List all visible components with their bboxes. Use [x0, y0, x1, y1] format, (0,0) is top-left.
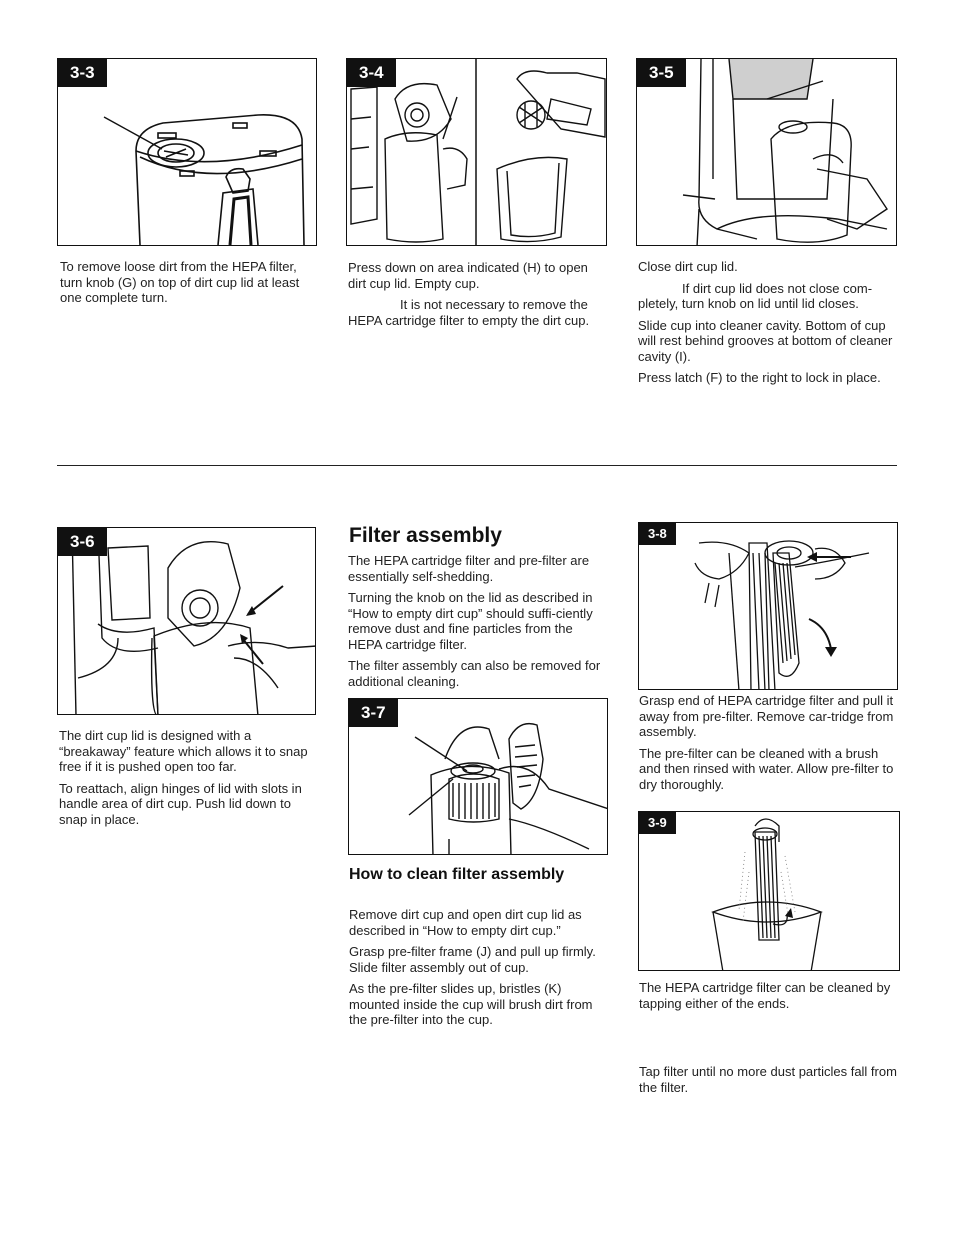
figure-label: 3-4	[347, 59, 396, 87]
figure-3-4-instructions: Press down on area indicated (H) to open…	[348, 260, 602, 334]
note-paragraph: It is not necessary to remove the HEPA c…	[348, 297, 590, 328]
tap-filter-text-2: Tap filter until no more dust particles …	[639, 1064, 901, 1101]
paragraph: Remove dirt cup and open dirt cup lid as…	[349, 907, 582, 938]
separate-filter-text: Grasp end of HEPA cartridge filter and p…	[639, 693, 901, 798]
paragraph: Slide cup into cleaner cavity. Bottom of…	[638, 317, 893, 364]
paragraph: Press latch (F) to the right to lock in …	[638, 370, 881, 385]
figure-3-3: 3-3	[57, 58, 317, 246]
section-divider	[57, 465, 897, 466]
paragraph: Turning the knob on the lid as described…	[348, 590, 593, 652]
dirt-cup-lid-knob-illustration	[103, 114, 305, 245]
paragraph: Grasp pre-filter frame (J) and pull up f…	[349, 944, 596, 975]
figure-3-8: 3-8	[638, 522, 898, 690]
paragraph: Tap filter until no more dust particles …	[639, 1064, 897, 1095]
paragraph: The HEPA cartridge filter and pre-filter…	[348, 553, 590, 584]
figure-label: 3-5	[637, 59, 686, 87]
insert-dirt-cup-illustration	[682, 59, 888, 245]
clean-filter-text: Remove dirt cup and open dirt cup lid as…	[349, 907, 611, 1034]
figure-label: 3-7	[349, 699, 398, 727]
figure-label: 3-9	[639, 812, 676, 834]
section-heading-filter-assembly: Filter assembly	[349, 524, 502, 547]
note-paragraph: If dirt cup lid does not close com-plete…	[638, 280, 873, 312]
figure-label: 3-3	[58, 59, 107, 87]
figure-label: 3-6	[58, 528, 107, 556]
figure-3-7: 3-7	[348, 698, 608, 855]
separate-hepa-filter-illustration	[694, 540, 870, 689]
paragraph: To remove loose dirt from the HEPA filte…	[60, 259, 300, 305]
paragraph: The pre-filter can be cleaned with a bru…	[639, 745, 894, 792]
figure-3-5: 3-5	[636, 58, 897, 246]
figure-3-3-instructions: To remove loose dirt from the HEPA filte…	[60, 259, 322, 312]
paragraph: The dirt cup lid is designed with a “bre…	[59, 728, 308, 774]
paragraph: The HEPA cartridge filter can be cleaned…	[639, 980, 891, 1011]
section-heading-how-to-clean: How to clean filter assembly	[349, 866, 565, 883]
figure-3-9: 3-9	[638, 811, 900, 971]
paragraph: Press down on area indicated (H) to open…	[348, 260, 588, 291]
figure-3-5-instructions: Close dirt cup lid. If dirt cup lid does…	[638, 259, 900, 392]
tap-filter-text: The HEPA cartridge filter can be cleaned…	[639, 980, 901, 1017]
paragraph: The filter assembly can also be removed …	[348, 658, 601, 689]
remove-filter-assembly-illustration	[408, 722, 607, 854]
empty-dirt-cup-illustration	[350, 59, 606, 245]
breakaway-lid-instructions: The dirt cup lid is designed with a “bre…	[59, 728, 321, 833]
paragraph: To reattach, align hinges of lid with sl…	[59, 780, 302, 827]
paragraph: As the pre-filter slides up, bristles (K…	[349, 981, 593, 1027]
figure-3-4: 3-4	[346, 58, 607, 246]
figure-label: 3-8	[639, 523, 676, 545]
paragraph: Grasp end of HEPA cartridge filter and p…	[639, 693, 894, 739]
figure-3-6: 3-6	[57, 527, 316, 715]
breakaway-lid-illustration	[71, 528, 315, 714]
filter-assembly-text: The HEPA cartridge filter and pre-filter…	[348, 553, 610, 695]
tap-hepa-filter-illustration	[711, 818, 823, 970]
paragraph: Close dirt cup lid.	[638, 259, 738, 274]
